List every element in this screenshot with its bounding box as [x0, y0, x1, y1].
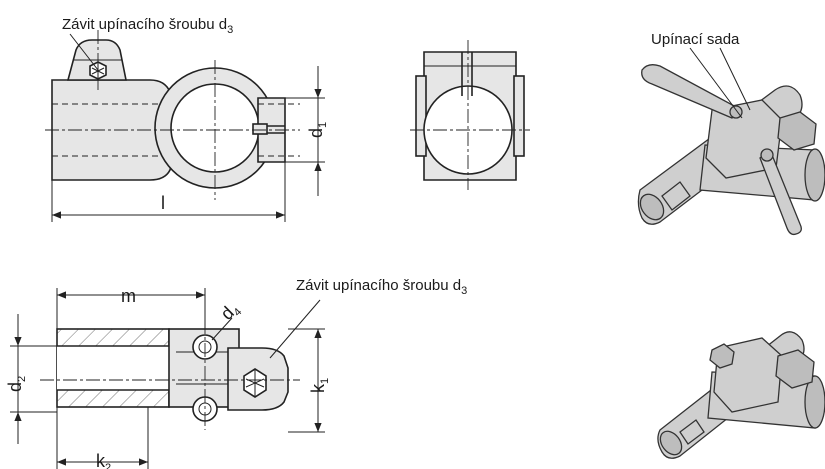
dim-k2: k2 [96, 451, 111, 469]
section-view [10, 288, 325, 469]
dim-m: m [121, 286, 136, 306]
dim-l: l [161, 193, 165, 213]
thread-label-bottom: Závit upínacího šroubu d3 [296, 277, 467, 297]
clamp-set-illustration [637, 47, 825, 236]
thread-label-top: Závit upínacího šroubu d3 [62, 16, 233, 36]
clamp-illustration [657, 331, 825, 459]
dim-d2: d2 [5, 376, 28, 392]
dim-d4: d4 [217, 298, 245, 326]
clamp-set-label: Upínací sada [651, 31, 740, 48]
dim-k1: k1 [308, 378, 331, 393]
side-view [410, 40, 530, 190]
front-view [45, 30, 325, 222]
dim-d1: d1 [306, 122, 329, 138]
